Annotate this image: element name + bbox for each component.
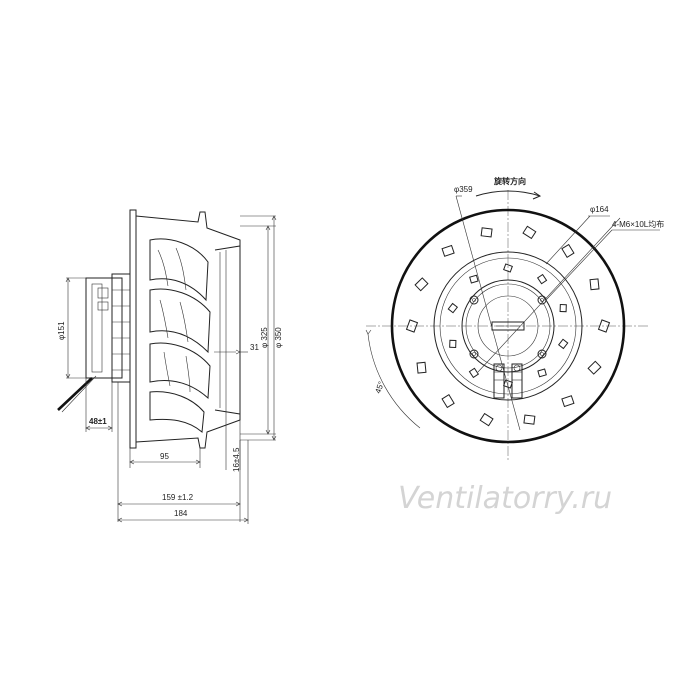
blade-tab (522, 225, 537, 240)
angle-arc (367, 333, 421, 429)
name-plate (491, 321, 525, 331)
motor-cable (57, 377, 93, 411)
blade-tab (416, 361, 427, 374)
dim-159: 159 ±1.2 (162, 493, 194, 502)
rotation-arrow (475, 190, 541, 197)
outer-ring (390, 208, 626, 444)
blade-tab (441, 394, 455, 409)
dim-phi-350: φ 350 (274, 327, 283, 348)
inner-ring-2 (439, 257, 577, 395)
watermark: Ventilatorry.ru (398, 481, 612, 516)
blade-tab (536, 273, 548, 285)
blade-tab (468, 367, 480, 379)
blade-tab (523, 414, 536, 425)
dim-95: 95 (160, 452, 169, 461)
blade-tab (587, 360, 602, 375)
blade-tab (405, 319, 419, 333)
impeller-shroud-top (135, 211, 241, 248)
blade-tab (557, 338, 569, 350)
dim-phi-359: φ359 (454, 185, 473, 194)
inner-ring-1 (433, 251, 583, 401)
blade-tab (469, 274, 479, 284)
dim-phi-151: φ151 (57, 321, 66, 340)
dim-31: 31 (250, 343, 259, 352)
dim-184: 184 (174, 509, 188, 518)
blade-tab (414, 277, 429, 292)
cable-glands (493, 363, 523, 399)
blade-tab (597, 319, 611, 333)
motor-housing (85, 273, 131, 383)
impeller-blades (149, 238, 211, 434)
blade-tab (447, 302, 459, 314)
dim-holes: 4-M6×10L均布 (612, 219, 664, 229)
dim-angle-45: 45° (373, 380, 386, 394)
blade-tab (441, 244, 455, 257)
inlet-ring (214, 245, 241, 415)
motor-plate (461, 279, 555, 373)
dim-16: 16±4.5 (232, 447, 241, 472)
blade-tab (480, 227, 493, 238)
blade-tab (503, 263, 513, 273)
blade-tab (559, 303, 567, 313)
blade-tab (561, 395, 575, 408)
dim-48: 48±1 (89, 417, 107, 426)
impeller-shroud-bottom (135, 412, 241, 449)
side-view: φ151 φ 325 φ 350 31 48±1 16±4.5 (57, 209, 283, 524)
blade-tab (503, 379, 513, 389)
blade-tab (589, 278, 600, 291)
dim-phi-325: φ 325 (260, 327, 269, 348)
blade-tab (449, 339, 457, 349)
rotation-direction-label: 旋转方向 (493, 176, 526, 186)
blade-tab (537, 368, 547, 378)
blade-tab (561, 243, 575, 258)
front-view: 旋转方向 φ359 φ164 4-M6×10L均布 45° (365, 176, 664, 460)
blade-tabs (405, 225, 611, 427)
dim-phi-164: φ164 (590, 205, 609, 214)
back-plate (129, 209, 137, 449)
blade-tab (479, 412, 494, 427)
